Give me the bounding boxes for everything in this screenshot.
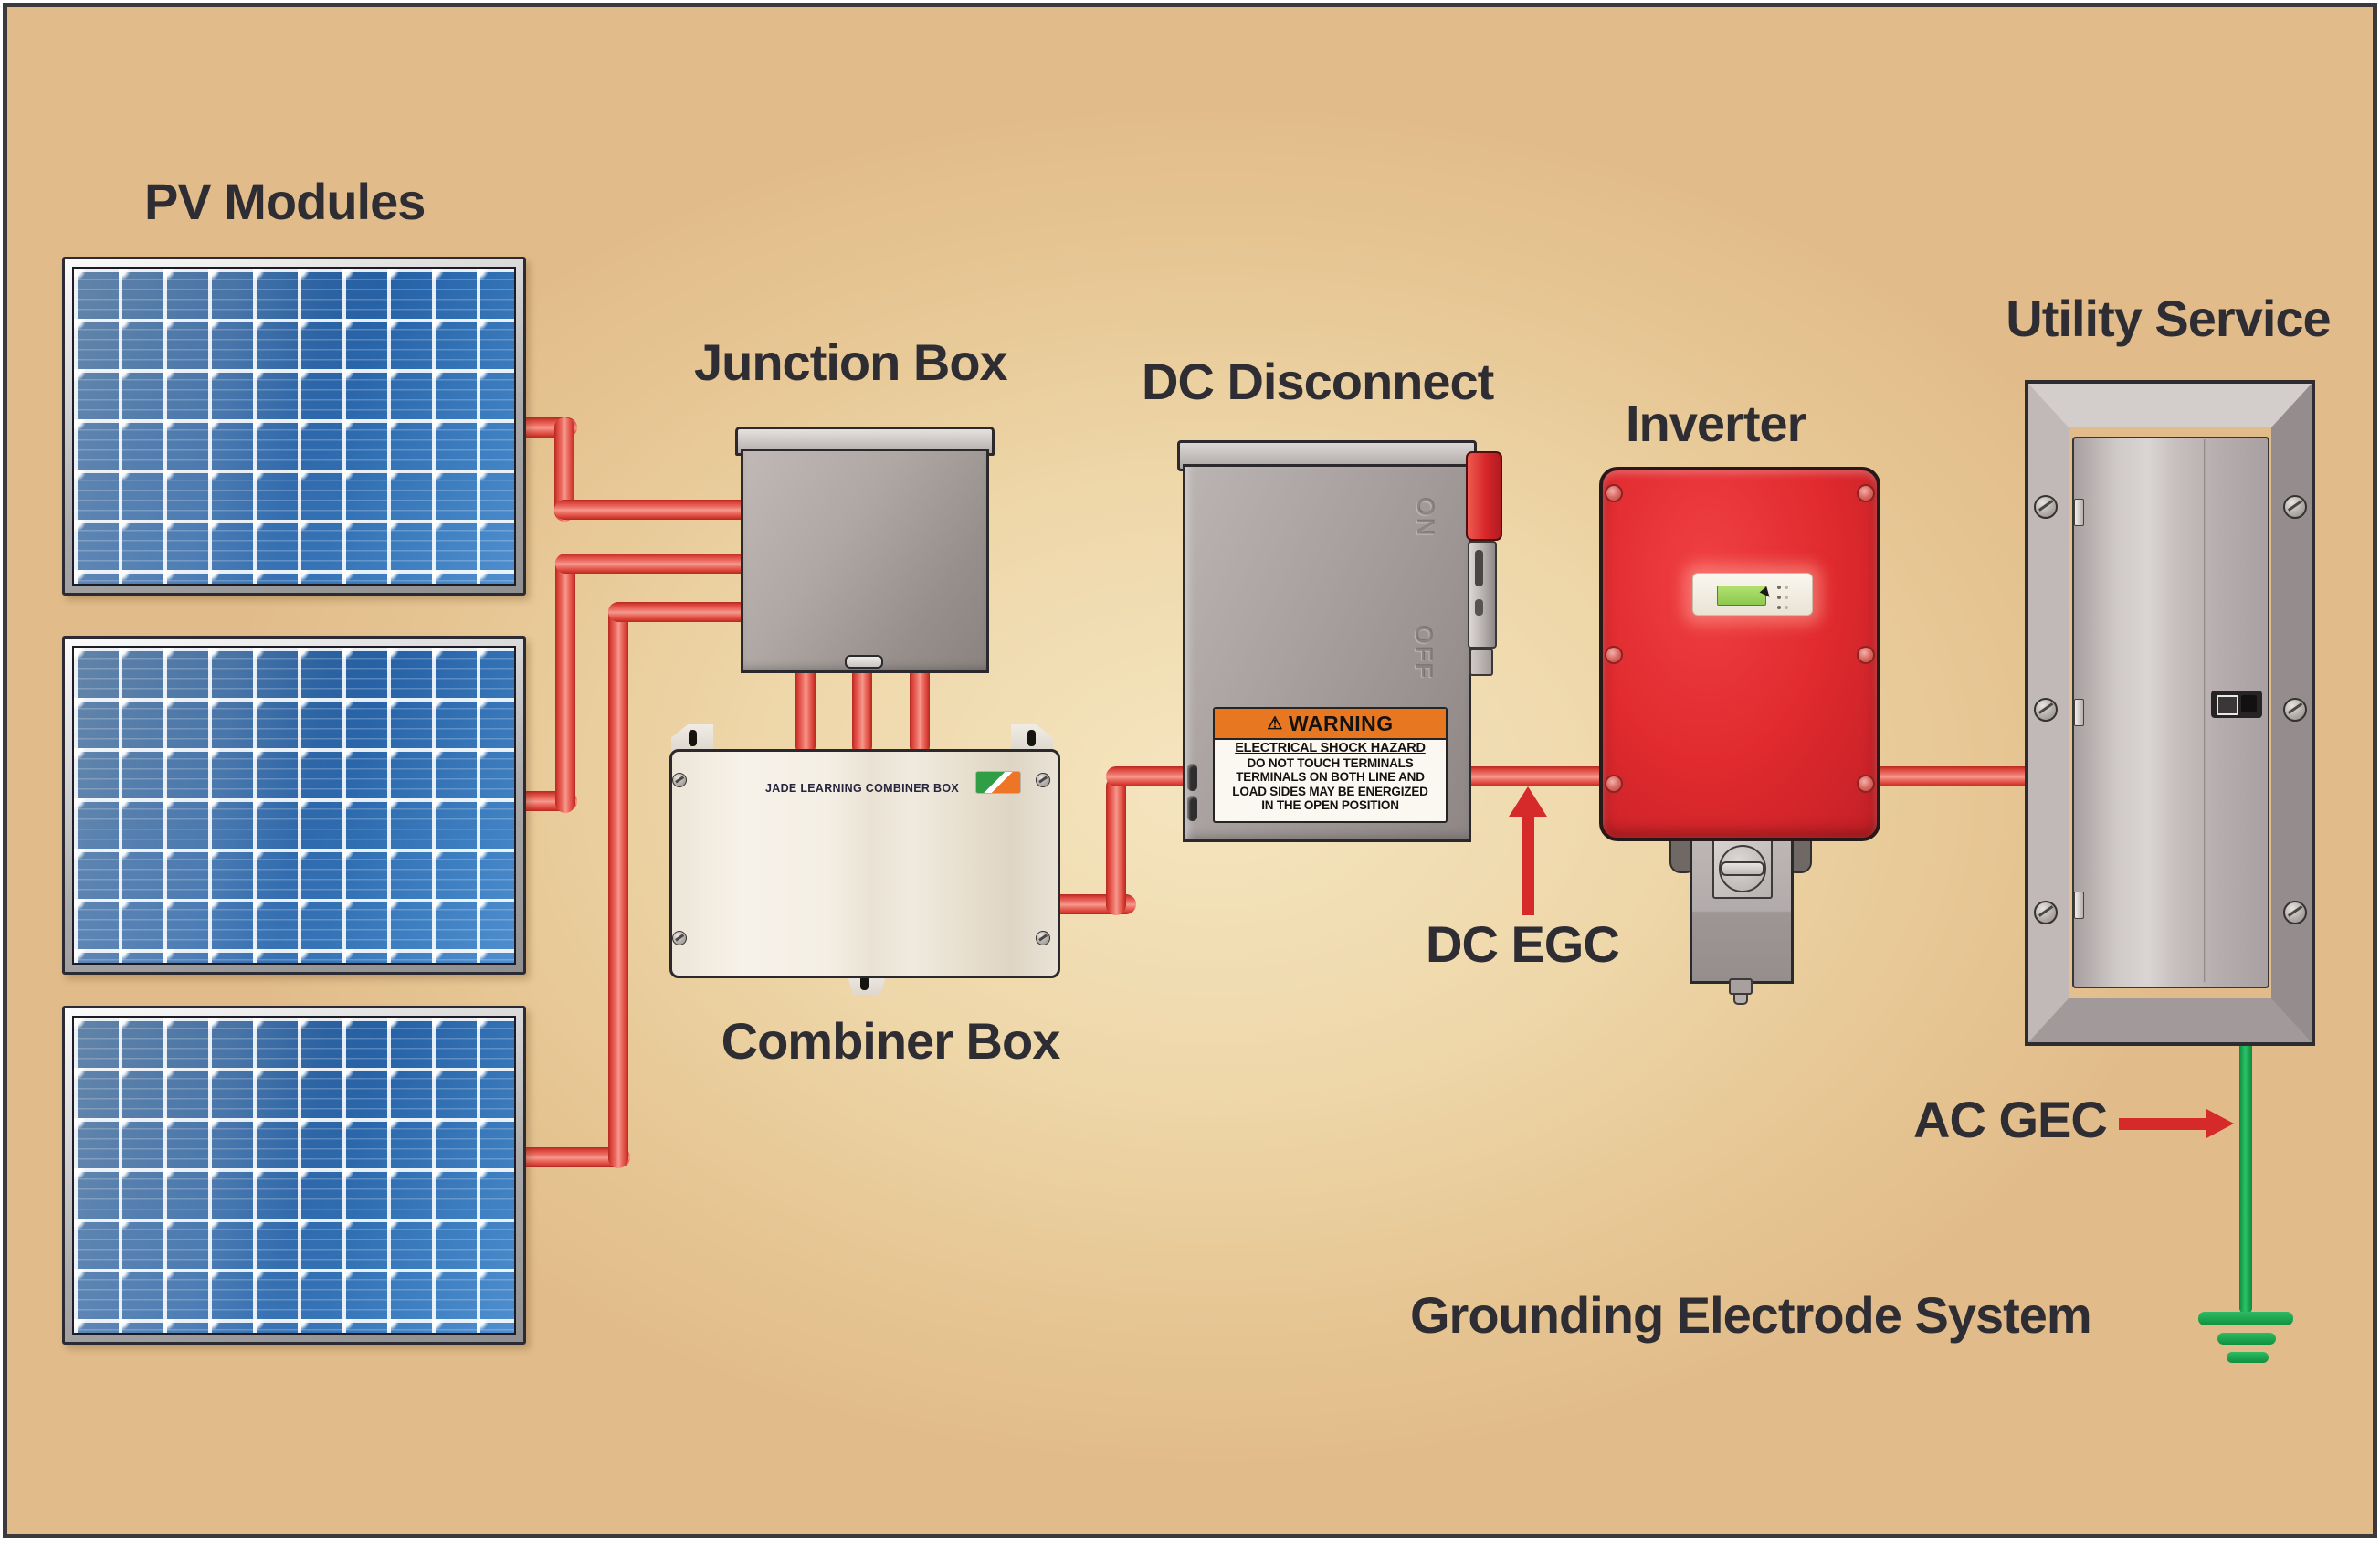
combiner-tab-hole-1 <box>689 730 697 746</box>
dc-disconnect-on-label: ON <box>1412 497 1439 538</box>
warning-label-header: ⚠ WARNING <box>1215 709 1446 740</box>
warning-label: ⚠ WARNING ELECTRICAL SHOCK HAZARD DO NOT… <box>1213 707 1448 823</box>
label-combiner-box: Combiner Box <box>721 1012 1061 1070</box>
inverter-led-2 <box>1777 596 1781 599</box>
combiner-nameplate: JADE LEARNING COMBINER BOX <box>765 782 959 795</box>
dc-disconnect-handle <box>1466 451 1502 541</box>
inverter-switch-bolt-tip <box>1733 993 1748 1005</box>
combiner-screw-bl <box>672 931 687 945</box>
utility-screw <box>2283 698 2307 722</box>
utility-screw <box>2034 901 2058 924</box>
ac-gec-arrow-icon <box>2119 1118 2210 1130</box>
utility-screw <box>2283 901 2307 924</box>
wire-inverter-to-utility <box>1848 766 2067 786</box>
inverter-screw <box>1605 484 1623 502</box>
inverter <box>1599 467 1880 841</box>
warning-line: DO NOT TOUCH TERMINALS <box>1247 755 1414 770</box>
dc-disconnect-hinge-2 <box>1187 796 1197 821</box>
utility-door-seam <box>2204 439 2206 982</box>
wire-pv2-riser <box>555 554 575 813</box>
utility-latch-button <box>2217 695 2238 715</box>
dc-disconnect-bracket-tab <box>1469 649 1493 676</box>
combiner-screw-br <box>1036 931 1050 945</box>
dc-disconnect-bracket-slot-1 <box>1475 550 1483 586</box>
ac-gec-arrow-head <box>2206 1109 2234 1138</box>
ground-symbol-icon <box>2198 1312 2293 1325</box>
junction-box <box>741 449 989 673</box>
wire-pv3-riser <box>608 602 628 1168</box>
pv-module-2-cells <box>72 646 516 965</box>
wire-pv3-to-junction <box>608 602 766 622</box>
utility-screw <box>2034 495 2058 519</box>
label-grounding-electrode-system: Grounding Electrode System <box>1410 1286 2092 1344</box>
label-dc-disconnect: DC Disconnect <box>1142 353 1494 410</box>
rotary-switch-handle <box>1721 861 1764 876</box>
warning-line: ELECTRICAL SHOCK HAZARD <box>1235 741 1426 755</box>
wire-grounding-conductor <box>2239 1038 2252 1314</box>
wire-pv1-drop <box>554 417 574 522</box>
inverter-screw <box>1605 646 1623 664</box>
inverter-led-3 <box>1777 606 1781 609</box>
wire-pv1-to-junction <box>554 500 766 520</box>
pv-module-1-cells <box>72 267 516 586</box>
combiner-tab-hole-3 <box>860 976 869 990</box>
inverter-lcd-screen <box>1717 586 1766 606</box>
utility-screw <box>2034 698 2058 722</box>
utility-door-hinge-1 <box>2074 499 2084 526</box>
inverter-screw <box>1857 646 1875 664</box>
warning-line: TERMINALS ON BOTH LINE AND <box>1236 770 1425 784</box>
utility-door-hinge-2 <box>2074 699 2084 726</box>
diagram-background: JADE LEARNING COMBINER BOX ON OFF ⚠ WARN… <box>3 3 2377 1538</box>
wire-junction-combiner-2 <box>852 651 872 756</box>
warning-triangle-icon: ⚠ <box>1267 713 1283 734</box>
combiner-screw-tl <box>672 773 687 787</box>
dc-disconnect-off-label: OFF <box>1410 625 1437 680</box>
dc-egc-arrow-icon <box>1522 815 1534 915</box>
pv-module-2 <box>62 636 526 975</box>
dc-disconnect-bracket-slot-2 <box>1475 599 1483 616</box>
wire-junction-combiner-3 <box>910 651 930 756</box>
combiner-logo <box>975 771 1021 794</box>
inverter-screw <box>1857 484 1875 502</box>
label-dc-egc: DC EGC <box>1426 915 1620 973</box>
pv-module-1 <box>62 257 526 596</box>
wire-junction-combiner-1 <box>795 651 816 756</box>
label-pv-modules: PV Modules <box>144 173 426 230</box>
warning-line: LOAD SIDES MAY BE ENERGIZED <box>1232 784 1428 798</box>
ground-symbol-bar3 <box>2227 1352 2269 1363</box>
wire-disconnect-to-inverter <box>1427 766 1638 786</box>
label-utility-service: Utility Service <box>2006 290 2331 347</box>
dc-egc-arrow-head <box>1509 786 1547 817</box>
utility-latch-block <box>2241 695 2257 712</box>
warning-label-text: ELECTRICAL SHOCK HAZARD DO NOT TOUCH TER… <box>1216 741 1444 813</box>
utility-screw <box>2283 495 2307 519</box>
warning-title: WARNING <box>1288 711 1394 735</box>
dc-disconnect-hinge <box>1187 764 1197 791</box>
utility-door-hinge-3 <box>2074 892 2084 919</box>
wire-pv2-to-junction <box>555 554 766 574</box>
label-ac-gec: AC GEC <box>1913 1091 2108 1148</box>
pv-module-3 <box>62 1006 526 1345</box>
inverter-screw <box>1605 775 1623 793</box>
inverter-led-1 <box>1777 586 1781 589</box>
label-inverter: Inverter <box>1626 395 1806 452</box>
label-junction-box: Junction Box <box>694 333 1008 391</box>
combiner-tab-hole-2 <box>1027 730 1036 746</box>
wire-combiner-riser <box>1106 776 1126 915</box>
pv-module-3-cells <box>72 1016 516 1335</box>
combiner-screw-tr <box>1036 773 1050 787</box>
wire-pv3-exit <box>500 1147 630 1167</box>
inverter-dc-switch-box <box>1690 832 1794 984</box>
warning-line: IN THE OPEN POSITION <box>1261 798 1399 812</box>
ground-symbol-bar2 <box>2217 1333 2276 1345</box>
inverter-screw <box>1857 775 1875 793</box>
junction-box-latch <box>845 655 883 669</box>
